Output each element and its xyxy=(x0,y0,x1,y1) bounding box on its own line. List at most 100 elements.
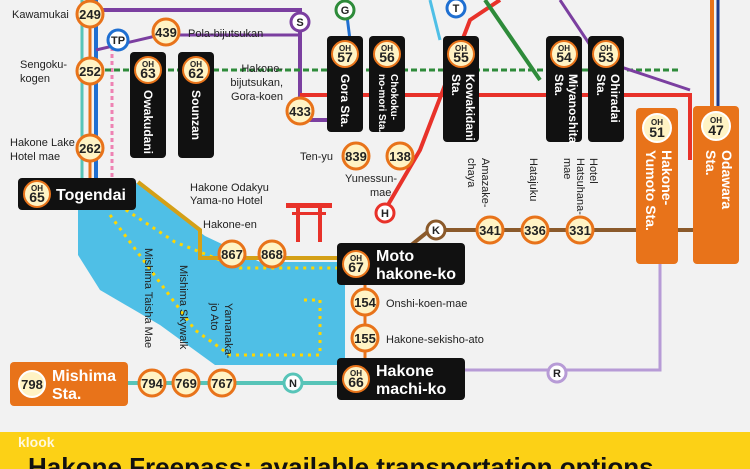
bus-stop-433-label-1: Hakone- xyxy=(241,63,283,75)
bus-stop-867[interactable]: 867 xyxy=(217,239,247,269)
bus-stop-138[interactable]: 138 xyxy=(385,141,415,171)
svg-text:OH: OH xyxy=(31,184,43,193)
bus-stop-341-label-1: Amazake- xyxy=(479,158,491,208)
svg-text:138: 138 xyxy=(389,149,411,164)
bus-stop-868[interactable]: 868 xyxy=(257,239,287,269)
line-purple-top xyxy=(90,8,345,122)
station-oh53-label-2: Sta. xyxy=(594,74,608,96)
bus-stop-252[interactable]: 252 xyxy=(75,56,105,86)
station-moto-hakone-ko[interactable]: OH 67 Moto hakone-ko xyxy=(337,243,465,285)
svg-text:T: T xyxy=(453,3,460,15)
bus-stop-262-label-1: Hakone Lake xyxy=(10,137,75,149)
odakyu-hotel-label-2: Yama-no Hotel xyxy=(190,195,263,207)
bus-stop-341[interactable]: 341 xyxy=(475,215,505,245)
line-blue-right-2 xyxy=(428,0,442,41)
bus-stop-336-label: Hatajuku xyxy=(527,158,539,201)
bus-stop-249[interactable]: 249 xyxy=(75,0,105,29)
bus-stop-138-label-2: mae xyxy=(370,187,391,199)
station-oh47-label-1: Odawara xyxy=(719,150,735,209)
svg-text:62: 62 xyxy=(188,65,204,81)
svg-text:OH: OH xyxy=(381,44,393,53)
station-oh57[interactable]: OH 57 Gora Sta. xyxy=(327,36,363,132)
svg-text:OH: OH xyxy=(455,44,467,53)
station-oh56-label-2: no-mori Sta. xyxy=(376,74,387,133)
station-oh53[interactable]: OH 53 Ohiradai Sta. xyxy=(588,36,624,142)
bus-stop-154[interactable]: 154 xyxy=(350,287,380,317)
svg-text:S: S xyxy=(296,17,303,29)
station-oh47[interactable]: OH 47 Odawara Sta. xyxy=(693,106,739,264)
svg-text:839: 839 xyxy=(345,149,367,164)
bus-stop-331-label-3: mae xyxy=(561,158,573,179)
station-moto-label-1: Moto xyxy=(376,248,414,265)
station-oh63-label: Owakudani xyxy=(141,90,155,154)
station-hakone-machi-ko[interactable]: OH 66 Hakone machi-ko xyxy=(337,358,465,400)
svg-text:867: 867 xyxy=(221,247,243,262)
svg-text:OH: OH xyxy=(142,60,154,69)
bus-stop-252-label-1: Sengoku- xyxy=(20,59,67,71)
station-machi-label-2: machi-ko xyxy=(376,381,446,398)
station-oh54-label-1: Miyanoshita xyxy=(566,74,580,144)
station-togendai-label: Togendai xyxy=(56,187,126,204)
station-oh47-label-2: Sta. xyxy=(703,150,719,176)
station-oh56[interactable]: OH 56 Chokoku- no-mori Sta. xyxy=(369,36,405,133)
svg-text:439: 439 xyxy=(155,25,177,40)
bus-stop-331-label-2: Hatsuhana- xyxy=(574,158,586,215)
station-oh55[interactable]: OH 55 Kowakidani Sta. xyxy=(443,36,479,142)
bus-stop-336[interactable]: 336 xyxy=(520,215,550,245)
bus-stop-252-label-2: kogen xyxy=(20,73,50,85)
station-oh53-label-1: Ohiradai xyxy=(608,74,622,123)
bus-stop-331[interactable]: 331 xyxy=(565,215,595,245)
svg-text:N: N xyxy=(289,378,297,390)
svg-text:769: 769 xyxy=(175,376,197,391)
bus-stop-794[interactable]: 794 xyxy=(137,368,167,398)
svg-text:G: G xyxy=(341,5,350,17)
svg-text:154: 154 xyxy=(354,295,376,310)
bus-stop-839-label: Ten-yu xyxy=(300,151,333,163)
bus-stop-138-label-1: Yunessun- xyxy=(345,173,397,185)
bus-stop-249-label: Kawamukai xyxy=(12,9,69,21)
svg-text:R: R xyxy=(553,368,561,380)
svg-text:67: 67 xyxy=(348,259,364,275)
bus-stop-439[interactable]: 439 xyxy=(151,17,181,47)
line-red-rail xyxy=(300,93,692,160)
station-oh63[interactable]: OH 63 Owakudani xyxy=(130,52,166,158)
svg-text:249: 249 xyxy=(79,7,101,22)
station-oh54[interactable]: OH 54 Miyanoshita Sta. xyxy=(546,36,582,144)
svg-text:56: 56 xyxy=(379,49,395,65)
bus-stop-769[interactable]: 769 xyxy=(171,368,201,398)
bus-stop-262[interactable]: 262 xyxy=(75,133,105,163)
svg-text:331: 331 xyxy=(569,223,591,238)
bus-stop-433[interactable]: 433 xyxy=(285,96,315,126)
bus-stop-439-label: Pola-bijutsukan xyxy=(188,28,263,40)
banner-title: Hakone Freepass: available transportatio… xyxy=(28,452,654,469)
station-mishima-label-2: Sta. xyxy=(52,386,81,403)
station-togendai[interactable]: OH 65 Togendai xyxy=(18,178,136,210)
svg-text:262: 262 xyxy=(79,141,101,156)
bus-stop-155-label: Hakone-sekisho-ato xyxy=(386,334,484,346)
bus-stop-433-label-3: Gora-koen xyxy=(231,91,283,103)
bus-stop-767-label-2: jo Ato xyxy=(208,302,220,331)
bus-stop-154-label: Onshi-koen-mae xyxy=(386,298,467,310)
svg-text:OH: OH xyxy=(651,118,663,127)
station-oh51[interactable]: OH 51 Hakone- Yumoto Sta. xyxy=(636,108,678,264)
svg-text:H: H xyxy=(381,208,389,220)
line-marker-g: G xyxy=(334,0,356,21)
title-banner: Hakone Freepass: available transportatio… xyxy=(0,432,750,469)
svg-text:66: 66 xyxy=(348,374,364,390)
svg-text:767: 767 xyxy=(211,376,233,391)
station-oh62[interactable]: OH 62 Sounzan xyxy=(178,52,214,158)
svg-text:65: 65 xyxy=(29,189,45,205)
svg-text:51: 51 xyxy=(649,124,665,140)
bus-stop-341-label-2: chaya xyxy=(465,158,477,188)
svg-text:OH: OH xyxy=(190,60,202,69)
svg-text:53: 53 xyxy=(598,49,614,65)
bus-stop-767[interactable]: 767 xyxy=(207,368,237,398)
lake-ashi xyxy=(78,182,345,365)
station-mishima[interactable]: 798 Mishima Sta. xyxy=(10,362,128,406)
station-machi-label-1: Hakone xyxy=(376,363,434,380)
line-marker-s: S xyxy=(289,11,311,33)
bus-stop-155[interactable]: 155 xyxy=(350,323,380,353)
station-oh55-label-1: Kowakidani xyxy=(463,74,477,141)
bus-stop-839[interactable]: 839 xyxy=(341,141,371,171)
